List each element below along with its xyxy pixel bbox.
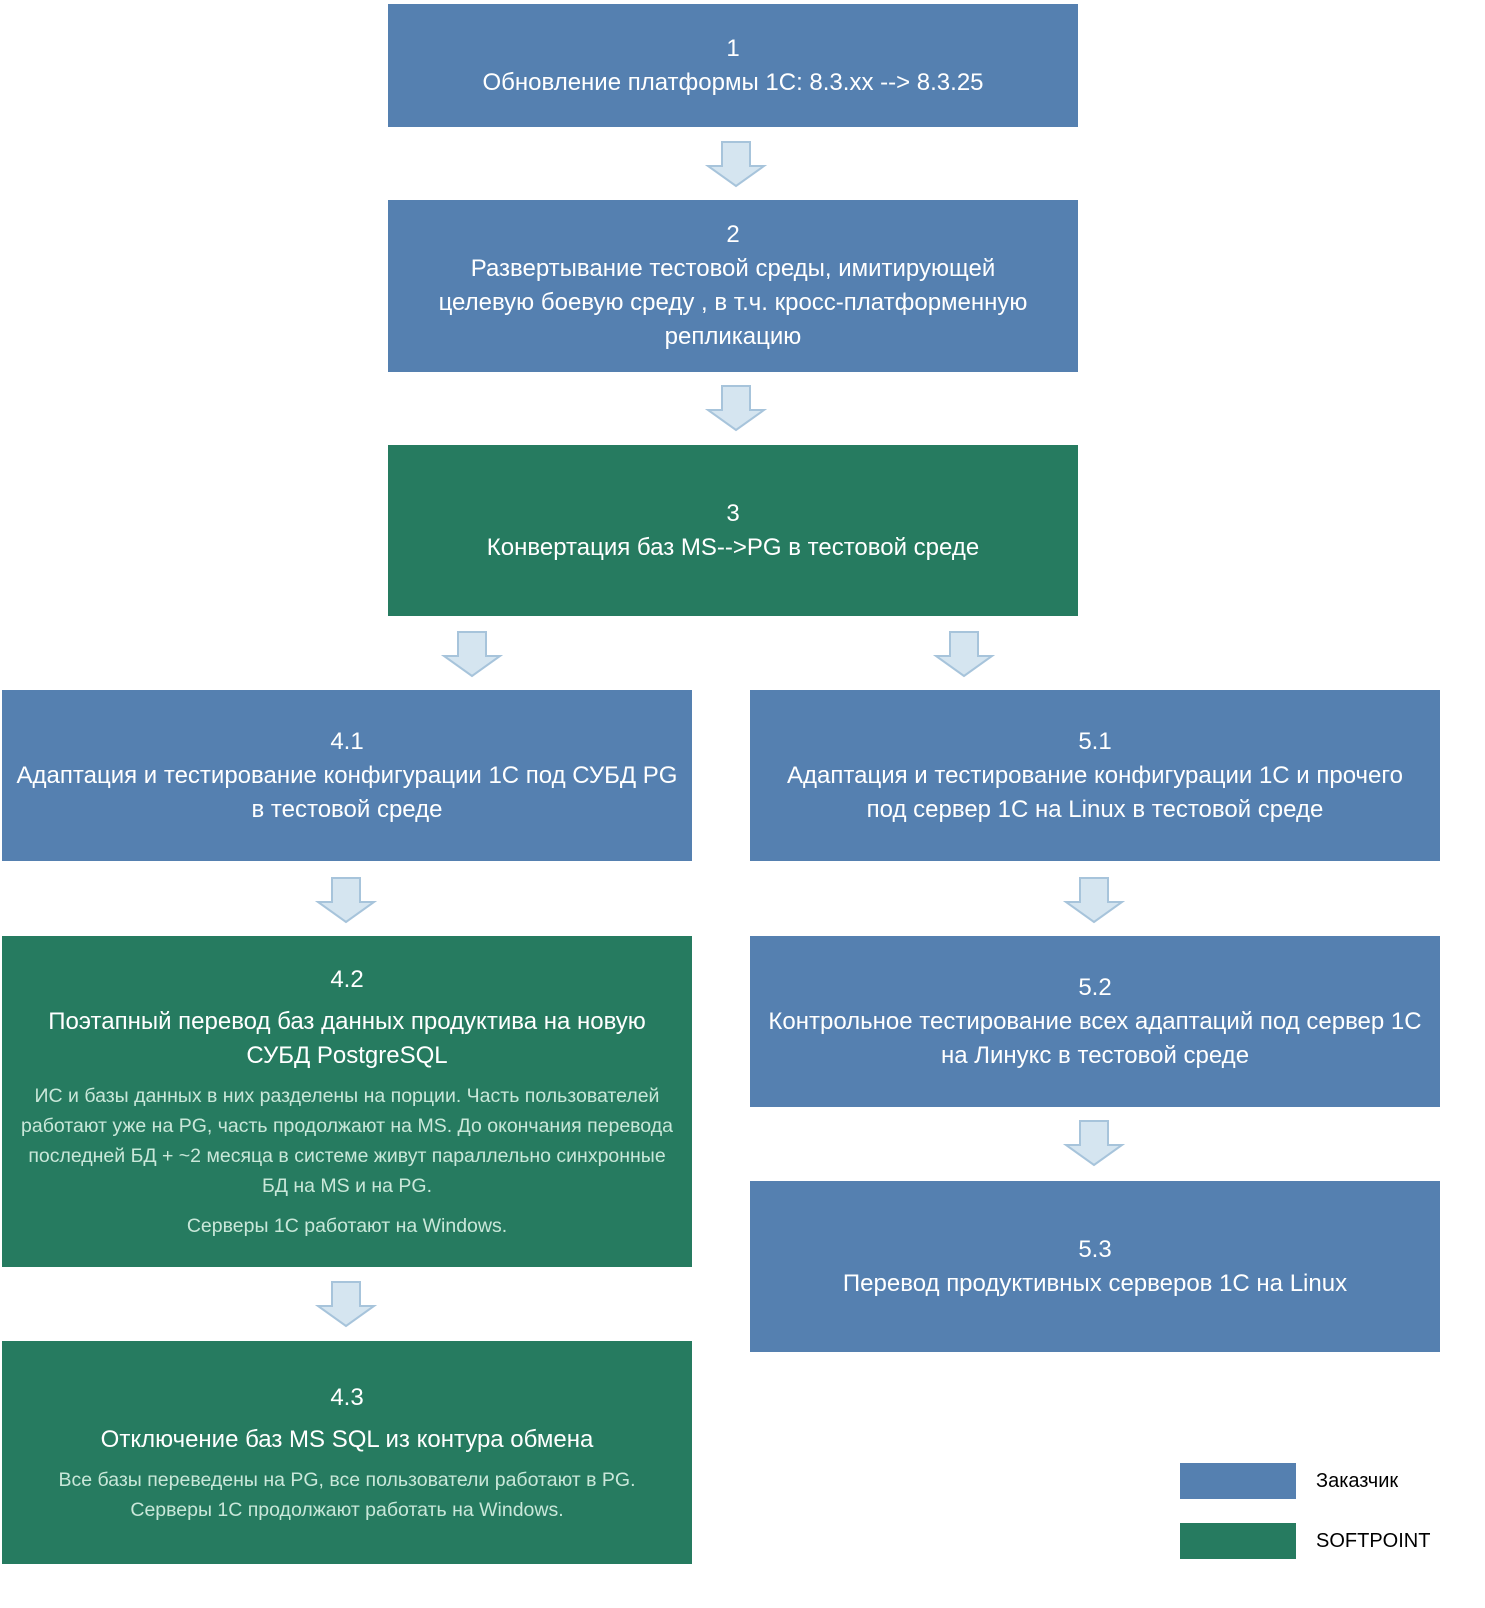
arrow-2-to-3-icon: [704, 385, 768, 432]
arrow-4-1-to-4-2-icon: [314, 877, 378, 924]
step-4-3-number: 4.3: [330, 1383, 364, 1411]
step-3-number: 3: [726, 499, 740, 527]
step-5-1-box: 5.1 Адаптация и тестирование конфигураци…: [750, 690, 1440, 861]
step-4-2-note: Серверы 1С работают на Windows.: [186, 1214, 508, 1237]
legend-customer-label: Заказчик: [1316, 1470, 1399, 1492]
step-2-number: 2: [726, 221, 740, 248]
step-1-number: 1: [726, 34, 740, 62]
step-5-3-number: 5.3: [1078, 1235, 1112, 1263]
step-5-3-title: Перевод продуктивных серверов 1С на Linu…: [842, 1269, 1348, 1297]
step-4-2-number: 4.2: [330, 965, 364, 993]
step-2-box: 2 Развертывание тестовой среды, имитирую…: [388, 200, 1078, 372]
step-3-box: 3 Конвертация баз MS-->PG в тестовой сре…: [388, 445, 1078, 616]
step-5-1-number: 5.1: [1078, 727, 1112, 755]
step-4-3-description: Все базы переведены на PG, все пользоват…: [58, 1468, 636, 1521]
step-4-2-box: 4.2 Поэтапный перевод баз данных продукт…: [2, 936, 692, 1267]
step-2-title: Развертывание тестовой среды, имитирующе…: [438, 255, 1028, 350]
step-5-3-box: 5.3 Перевод продуктивных серверов 1С на …: [750, 1181, 1440, 1352]
step-5-2-box: 5.2 Контрольное тестирование всех адапта…: [750, 936, 1440, 1107]
step-4-3-title: Отключение баз MS SQL из контура обмена: [100, 1425, 594, 1453]
step-4-1-number: 4.1: [330, 727, 364, 755]
step-5-2-title: Контрольное тестирование всех адаптаций …: [768, 1007, 1422, 1069]
step-1-box: 1 Обновление платформы 1С: 8.3.хх --> 8.…: [388, 4, 1078, 127]
step-4-3-box: 4.3 Отключение баз MS SQL из контура обм…: [2, 1341, 692, 1564]
step-3-title: Конвертация баз MS-->PG в тестовой среде: [486, 533, 980, 561]
arrow-1-to-2-icon: [704, 141, 768, 188]
arrow-5-2-to-5-3-icon: [1062, 1120, 1126, 1167]
step-5-1-title: Адаптация и тестирование конфигурации 1С…: [787, 761, 1403, 823]
arrow-4-2-to-4-3-icon: [314, 1281, 378, 1328]
step-4-1-title: Адаптация и тестирование конфигурации 1С…: [16, 761, 678, 823]
step-1-title: Обновление платформы 1С: 8.3.хх --> 8.3.…: [482, 68, 984, 96]
step-4-2-description: ИС и базы данных в них разделены на порц…: [21, 1084, 673, 1197]
legend-customer-swatch: [1180, 1463, 1296, 1499]
legend-softpoint-swatch: [1180, 1523, 1296, 1559]
step-4-2-title: Поэтапный перевод баз данных продуктива …: [48, 1007, 646, 1069]
step-5-2-number: 5.2: [1078, 973, 1112, 1001]
arrow-5-1-to-5-2-icon: [1062, 877, 1126, 924]
arrow-3-to-4-1-icon: [440, 631, 504, 678]
arrow-3-to-5-1-icon: [932, 631, 996, 678]
step-4-1-box: 4.1 Адаптация и тестирование конфигураци…: [2, 690, 692, 861]
legend-softpoint-label: SOFTPOINT: [1316, 1530, 1431, 1552]
